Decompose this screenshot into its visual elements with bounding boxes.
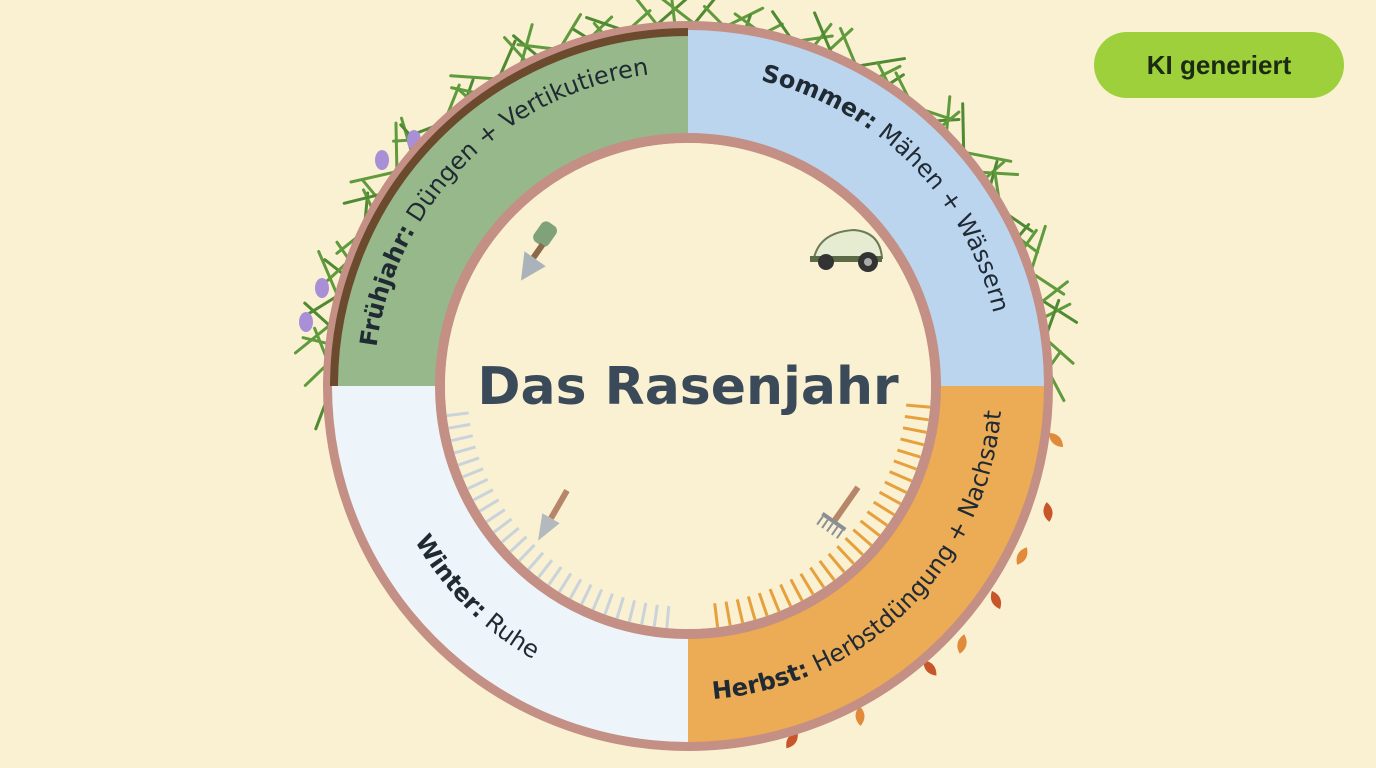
autumn-grass-blade <box>724 601 732 626</box>
autumn-grass-blade <box>818 559 836 581</box>
autumn-leaf <box>990 590 1002 610</box>
autumn-grass-blade <box>779 583 793 607</box>
autumn-grass-blade <box>859 519 881 537</box>
crocus-flower <box>299 312 313 332</box>
autumn-grass-blade <box>789 578 804 602</box>
autumn-grass-blade <box>884 480 908 494</box>
robot-mower-icon <box>810 228 884 272</box>
autumn-leaf <box>1016 547 1028 565</box>
crocus-flower <box>375 150 389 170</box>
frost-blade <box>509 535 528 553</box>
autumn-grass-blade <box>735 599 745 624</box>
frost-blade <box>446 411 469 418</box>
autumn-grass-blade <box>893 459 917 471</box>
outer-ring-border <box>323 21 1053 751</box>
frost-blade <box>457 456 480 467</box>
autumn-grass-blade <box>836 545 855 565</box>
frost-blade <box>472 488 494 502</box>
frost-blade <box>493 517 513 534</box>
frost-blade <box>537 559 554 579</box>
rake-icon <box>816 485 861 539</box>
inner-ring-border <box>435 133 941 639</box>
frost-blade <box>485 508 506 524</box>
frost-blade <box>527 551 545 571</box>
trowel-glove-icon <box>520 221 557 281</box>
frost-blade <box>568 578 583 600</box>
autumn-leaf <box>1043 502 1053 522</box>
frost-blade <box>500 526 520 544</box>
autumn-grass-blade <box>878 490 902 506</box>
autumn-leaf <box>786 731 798 749</box>
frost-blade <box>453 445 476 455</box>
shovel-icon <box>538 489 570 541</box>
frost-blade <box>615 596 625 619</box>
autumn-grass-blade <box>799 572 815 596</box>
autumn-leaf <box>923 660 937 676</box>
frost-blade <box>462 467 484 479</box>
frost-blade <box>450 434 474 443</box>
frost-blade <box>580 583 593 606</box>
autumn-grass-blade <box>902 426 927 434</box>
autumn-grass-blade <box>900 437 925 447</box>
autumn-grass-blade <box>713 603 720 628</box>
autumn-grass-blade <box>852 528 873 547</box>
autumn-grass-blade <box>768 588 781 612</box>
inner-grass-decoration <box>446 403 931 629</box>
autumn-grass-blade <box>827 552 846 574</box>
autumn-grass-blade <box>904 414 929 422</box>
frost-blade <box>603 593 614 615</box>
frost-blade <box>478 498 500 513</box>
frost-blade <box>652 604 659 627</box>
inner-circle <box>445 143 931 629</box>
frost-blade <box>640 602 648 625</box>
frost-blade <box>557 572 573 593</box>
autumn-grass-blade <box>844 537 864 556</box>
autumn-grass-blade <box>809 566 826 589</box>
autumn-grass-blade <box>757 592 769 617</box>
autumn-leaf <box>1048 432 1064 448</box>
autumn-grass-blade <box>746 596 757 621</box>
autumn-leaf <box>855 706 865 726</box>
frost-blade <box>627 600 636 623</box>
frost-blade <box>467 478 489 491</box>
frost-blade <box>518 543 536 562</box>
crocus-flower <box>315 278 329 298</box>
autumn-grass-blade <box>872 500 895 517</box>
ai-generated-badge: KI generiert <box>1094 32 1344 98</box>
center-title: Das Rasenjahr <box>477 357 899 417</box>
autumn-leaf <box>957 634 967 654</box>
frost-blade <box>591 588 604 611</box>
autumn-grass-blade <box>906 403 931 409</box>
autumn-grass-blade <box>889 470 913 483</box>
soil-edge <box>330 28 689 387</box>
frost-blade <box>547 566 563 586</box>
frost-blade <box>665 606 671 629</box>
autumn-grass-blade <box>896 448 921 459</box>
autumn-grass-blade <box>866 510 888 527</box>
frost-blade <box>448 422 471 430</box>
